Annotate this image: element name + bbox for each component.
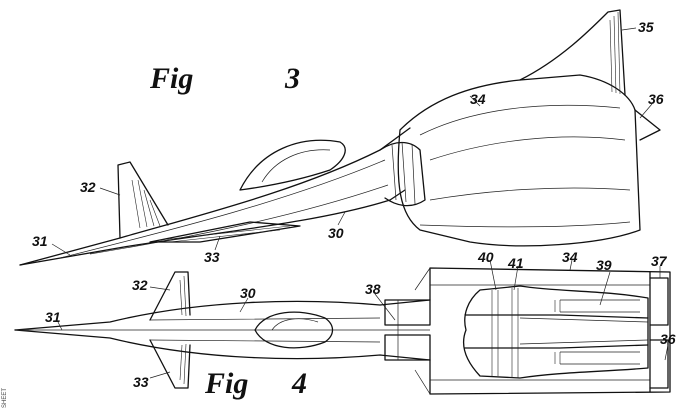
margin-text: SHEET [2, 388, 8, 408]
fig4-label-38: 38 [365, 281, 381, 297]
fig3-number: 3 [284, 62, 300, 95]
fig3-title-word: Fig [149, 62, 193, 95]
fig4-label-34: 34 [562, 249, 578, 265]
fig4-label-32: 32 [132, 277, 148, 293]
fig4-label-39: 39 [596, 257, 612, 273]
fig4-number: 4 [291, 367, 307, 400]
fig4-aircraft [14, 259, 671, 395]
fig3-label-36: 36 [648, 91, 664, 107]
fig3-label-30: 30 [328, 225, 344, 241]
fig3-aircraft [19, 9, 661, 266]
fig3-label-35: 35 [638, 19, 654, 35]
fig4-label-40: 40 [477, 249, 494, 265]
fig4-title-word: Fig [204, 367, 248, 400]
fig4-label-31: 31 [45, 309, 61, 325]
fig3-label-32: 32 [80, 179, 96, 195]
fig4-label-37: 37 [651, 253, 668, 269]
fig3-label-31: 31 [32, 233, 48, 249]
fig4-label-36: 36 [660, 331, 676, 347]
fig3-label-34: 34 [470, 91, 486, 107]
fig4-label-33: 33 [133, 374, 149, 390]
fig4-label-41: 41 [507, 255, 524, 271]
fig3-label-33: 33 [204, 249, 220, 265]
fig4-label-30: 30 [240, 285, 256, 301]
